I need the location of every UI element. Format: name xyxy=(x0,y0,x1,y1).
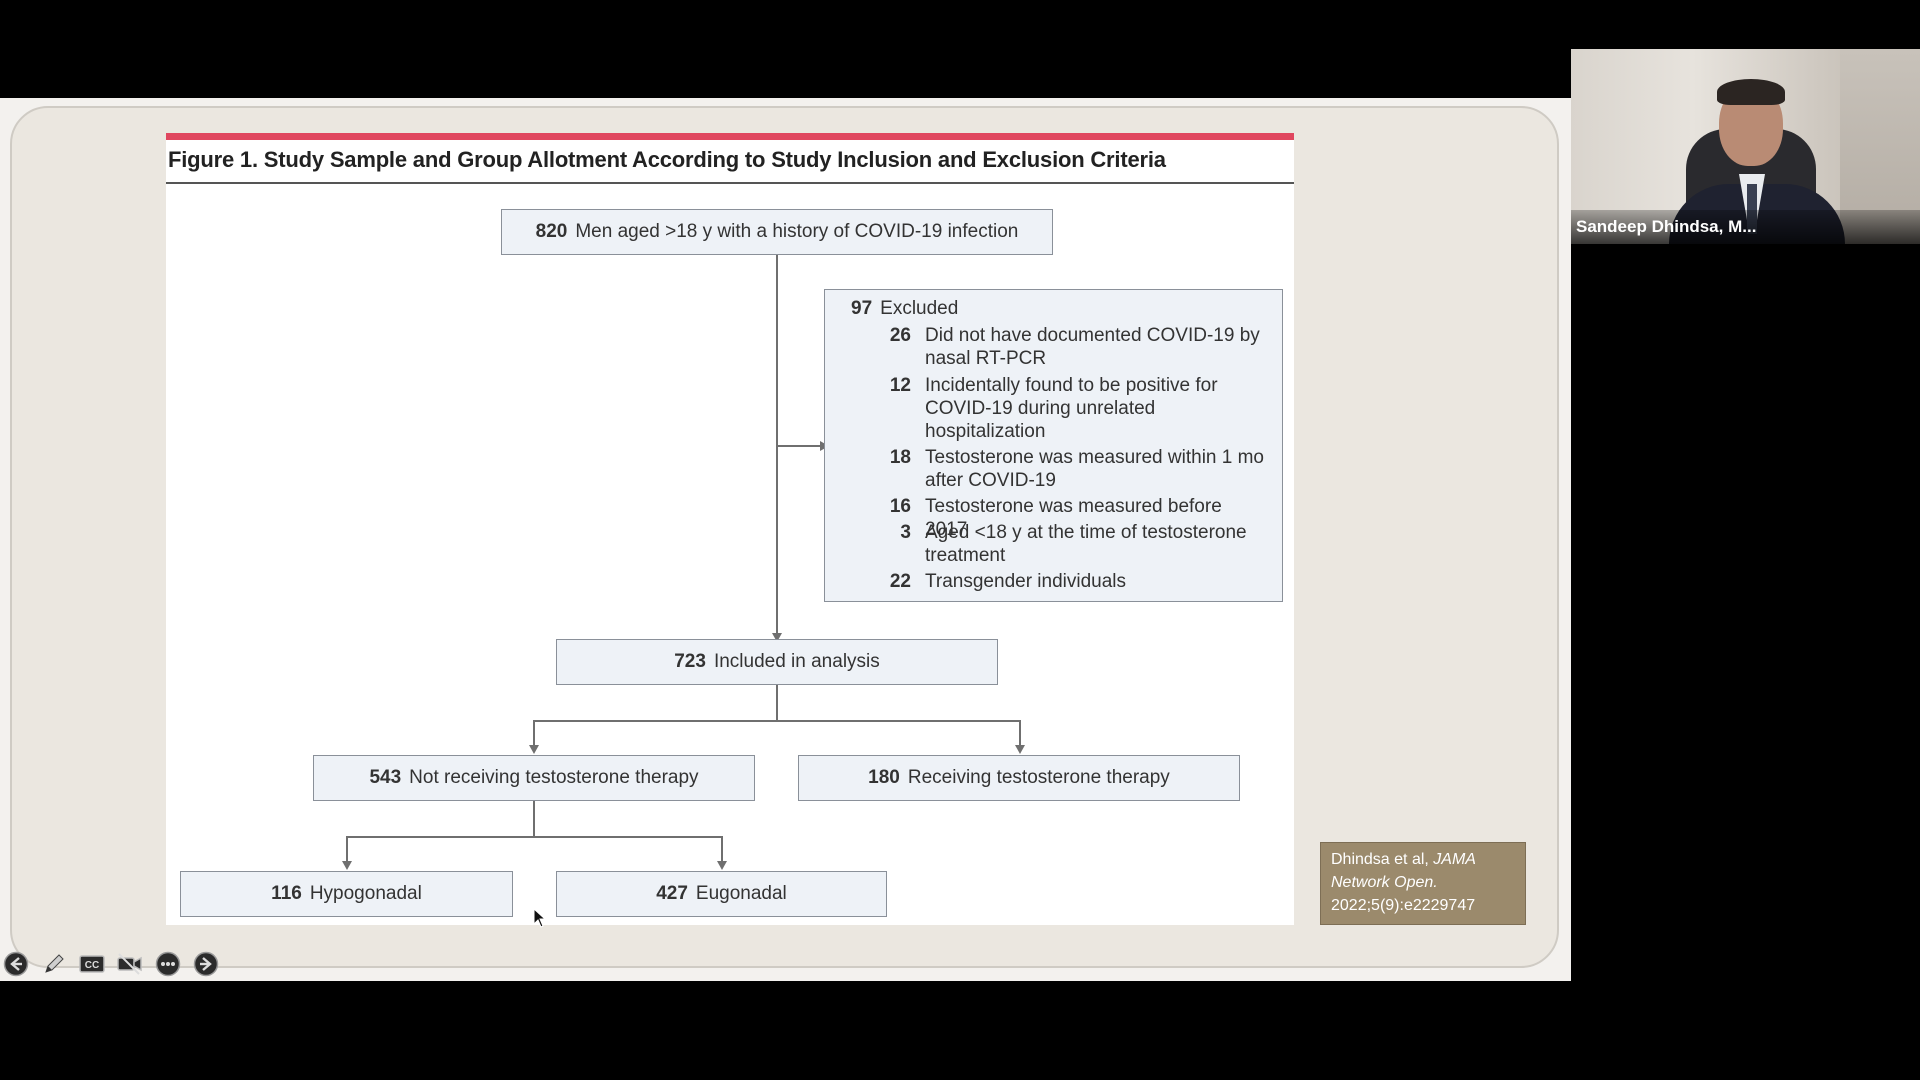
figure-title: Figure 1. Study Sample and Group Allotme… xyxy=(168,147,1166,172)
exclusion-reason: Transgender individuals xyxy=(925,571,1127,592)
connector-line xyxy=(346,836,348,862)
box-count: 180 xyxy=(868,767,900,788)
box-count: 427 xyxy=(656,883,688,904)
citation-badge: Dhindsa et al, JAMA Network Open. 2022;5… xyxy=(1320,842,1526,925)
exclusion-reason: Aged <18 y at the time of testosterone t… xyxy=(925,522,1247,566)
box-label: Not receiving testosterone therapy xyxy=(409,767,699,788)
participant-tie xyxy=(1747,184,1757,234)
exclusion-count: 18 xyxy=(889,447,911,468)
exclusion-count: 12 xyxy=(889,375,911,396)
connector-line xyxy=(533,720,535,746)
connector-line xyxy=(346,836,722,838)
video-off-icon[interactable] xyxy=(116,950,144,978)
cc-icon[interactable]: CC xyxy=(78,950,106,978)
back-arrow-icon[interactable] xyxy=(2,950,30,978)
box-count: 543 xyxy=(369,767,402,788)
box-not-receiving-therapy: 543 Not receiving testosterone therapy xyxy=(313,755,755,801)
box-label: Eugonadal xyxy=(695,883,787,904)
connector-line xyxy=(533,720,1020,722)
arrow-head xyxy=(1015,745,1025,754)
box-hypogonadal: 116 Hypogonadal xyxy=(180,871,513,917)
box-excluded: 97 Excluded 26 Did not have documented CO… xyxy=(824,289,1283,602)
box-count: 820 xyxy=(535,221,568,242)
participant-name: Sandeep Dhindsa, M... xyxy=(1576,217,1757,236)
connector-line xyxy=(1019,720,1021,746)
pen-icon[interactable] xyxy=(40,950,68,978)
exclusion-count: 22 xyxy=(889,571,911,592)
excluded-count: 97 xyxy=(851,298,873,319)
arrow-head xyxy=(717,861,727,870)
participant-video-tile[interactable]: Sandeep Dhindsa, M... xyxy=(1571,49,1920,244)
box-receiving-therapy: 180 Receiving testosterone therapy xyxy=(798,755,1240,801)
excluded-label: Excluded xyxy=(880,298,959,319)
box-label: Men aged >18 y with a history of COVID-1… xyxy=(575,221,1019,242)
presentation-toolbar: CC xyxy=(2,951,220,977)
exclusion-reason: Testosterone was measured within 1 mo af… xyxy=(925,447,1264,491)
box-label: Included in analysis xyxy=(713,651,880,672)
citation-ref: 2022;5(9):e2229747 xyxy=(1331,897,1476,914)
figure-accent-bar xyxy=(166,133,1294,140)
arrow-head xyxy=(342,861,352,870)
exclusion-count: 3 xyxy=(900,522,911,543)
exclusion-reason: Testosterone was measured before 2017 xyxy=(925,496,1222,540)
box-total-men: 820 Men aged >18 y with a history of COV… xyxy=(501,209,1053,255)
arrow-head xyxy=(772,633,782,642)
box-included: 723 Included in analysis xyxy=(556,639,998,685)
forward-arrow-icon[interactable] xyxy=(192,950,220,978)
box-label: Receiving testosterone therapy xyxy=(907,767,1170,788)
exclusion-reason: Did not have documented COVID-19 by nasa… xyxy=(925,325,1260,369)
connector-line xyxy=(776,685,778,721)
svg-text:CC: CC xyxy=(85,960,99,971)
box-label: Hypogonadal xyxy=(309,883,422,904)
connector-line xyxy=(721,836,723,862)
exclusion-count: 16 xyxy=(889,496,911,517)
title-divider xyxy=(166,182,1294,184)
connector-line xyxy=(533,801,535,837)
arrow-head xyxy=(529,745,539,754)
name-bar xyxy=(1571,210,1920,244)
box-eugonadal: 427 Eugonadal xyxy=(556,871,887,917)
connector-line xyxy=(777,445,821,447)
mouse-cursor-icon xyxy=(533,907,547,933)
box-count: 116 xyxy=(271,883,302,904)
citation-authors: Dhindsa et al, xyxy=(1331,851,1429,868)
figure-panel: Figure 1. Study Sample and Group Allotme… xyxy=(166,133,1294,925)
excluded-header: 97 Excluded xyxy=(851,298,958,320)
exclusion-count: 26 xyxy=(889,325,911,346)
more-icon[interactable] xyxy=(154,950,182,978)
connector-line xyxy=(776,255,778,635)
box-count: 723 xyxy=(674,651,706,672)
citation-journal: JAMA Network Open. xyxy=(1331,851,1476,891)
exclusion-reason: Incidentally found to be positive for CO… xyxy=(925,375,1218,442)
participant-hair xyxy=(1717,79,1785,105)
